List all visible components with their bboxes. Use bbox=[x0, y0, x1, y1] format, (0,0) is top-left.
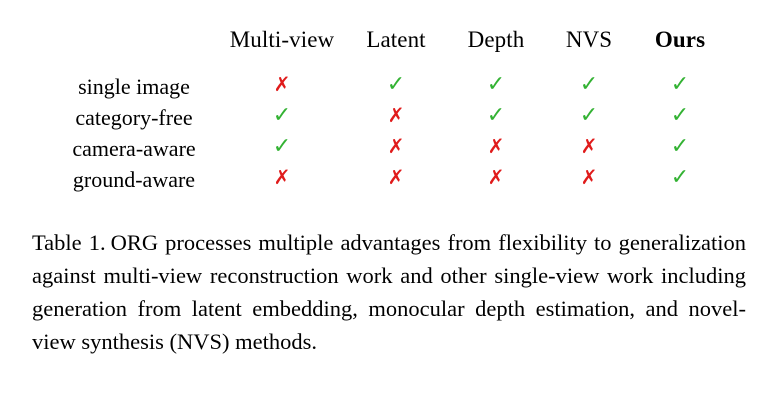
check-icon: ✓ bbox=[670, 72, 690, 97]
cell-ground-aware-latent: ✗ bbox=[344, 164, 448, 195]
row-label-single-image: single image bbox=[78, 74, 190, 99]
cell-single-image-nvs: ✓ bbox=[544, 71, 634, 102]
cell-ground-aware-depth: ✗ bbox=[448, 164, 544, 195]
table-row: ground-aware ✗ ✗ ✗ ✗ ✓ bbox=[48, 164, 726, 195]
cross-icon: ✗ bbox=[580, 134, 598, 158]
cell-single-image-latent: ✓ bbox=[344, 71, 448, 102]
column-header-multi-view: Multi-view bbox=[229, 27, 335, 52]
cell-single-image-ours: ✓ bbox=[634, 71, 726, 102]
cross-icon: ✗ bbox=[273, 165, 291, 189]
caption-text: ORG processes multiple advantages from f… bbox=[32, 230, 746, 354]
table-caption: Table 1.ORG processes multiple advantage… bbox=[32, 226, 746, 358]
cell-camera-aware-ours: ✓ bbox=[634, 133, 726, 164]
table-body-spacer-top bbox=[48, 62, 726, 71]
column-header-nvs: NVS bbox=[565, 27, 613, 52]
check-icon: ✓ bbox=[386, 72, 406, 97]
cell-ground-aware-ours: ✓ bbox=[634, 164, 726, 195]
cell-category-free-ours: ✓ bbox=[634, 102, 726, 133]
cross-icon: ✗ bbox=[487, 134, 505, 158]
cell-ground-aware-multi-view: ✗ bbox=[220, 164, 344, 195]
row-label-ground-aware: ground-aware bbox=[72, 167, 196, 192]
table-row: camera-aware ✓ ✗ ✗ ✗ ✓ bbox=[48, 133, 726, 164]
column-header-latent: Latent bbox=[366, 27, 426, 52]
check-icon: ✓ bbox=[272, 134, 292, 159]
cell-category-free-nvs: ✓ bbox=[544, 102, 634, 133]
check-icon: ✓ bbox=[670, 134, 690, 159]
table-body-spacer-bottom bbox=[48, 195, 726, 204]
cell-category-free-multi-view: ✓ bbox=[220, 102, 344, 133]
table-header-row: Multi-view Latent Depth NVS Ours bbox=[48, 23, 726, 57]
cell-ground-aware-nvs: ✗ bbox=[544, 164, 634, 195]
cell-single-image-multi-view: ✗ bbox=[220, 71, 344, 102]
cell-single-image-depth: ✓ bbox=[448, 71, 544, 102]
cell-camera-aware-nvs: ✗ bbox=[544, 133, 634, 164]
check-icon: ✓ bbox=[579, 103, 599, 128]
cross-icon: ✗ bbox=[487, 165, 505, 189]
table-row: category-free ✓ ✗ ✓ ✓ ✓ bbox=[48, 102, 726, 133]
check-icon: ✓ bbox=[272, 103, 292, 128]
column-header-ours: Ours bbox=[654, 27, 706, 52]
table-row: single image ✗ ✓ ✓ ✓ ✓ bbox=[48, 71, 726, 102]
check-icon: ✓ bbox=[486, 72, 506, 97]
check-icon: ✓ bbox=[486, 103, 506, 128]
cross-icon: ✗ bbox=[387, 134, 405, 158]
cross-icon: ✗ bbox=[387, 165, 405, 189]
column-header-depth: Depth bbox=[467, 27, 525, 52]
column-header-blank bbox=[48, 23, 220, 57]
check-icon: ✓ bbox=[670, 103, 690, 128]
comparison-table-block: Multi-view Latent Depth NVS Ours single … bbox=[48, 18, 726, 204]
cross-icon: ✗ bbox=[273, 72, 291, 96]
comparison-table: Multi-view Latent Depth NVS Ours single … bbox=[48, 18, 726, 204]
check-icon: ✓ bbox=[579, 72, 599, 97]
cell-category-free-depth: ✓ bbox=[448, 102, 544, 133]
cross-icon: ✗ bbox=[387, 103, 405, 127]
cell-camera-aware-latent: ✗ bbox=[344, 133, 448, 164]
caption-label: Table 1. bbox=[32, 230, 106, 255]
row-label-camera-aware: camera-aware bbox=[72, 136, 196, 161]
cross-icon: ✗ bbox=[580, 165, 598, 189]
cell-camera-aware-depth: ✗ bbox=[448, 133, 544, 164]
cell-category-free-latent: ✗ bbox=[344, 102, 448, 133]
cell-camera-aware-multi-view: ✓ bbox=[220, 133, 344, 164]
row-label-category-free: category-free bbox=[75, 105, 193, 130]
check-icon: ✓ bbox=[670, 165, 690, 190]
